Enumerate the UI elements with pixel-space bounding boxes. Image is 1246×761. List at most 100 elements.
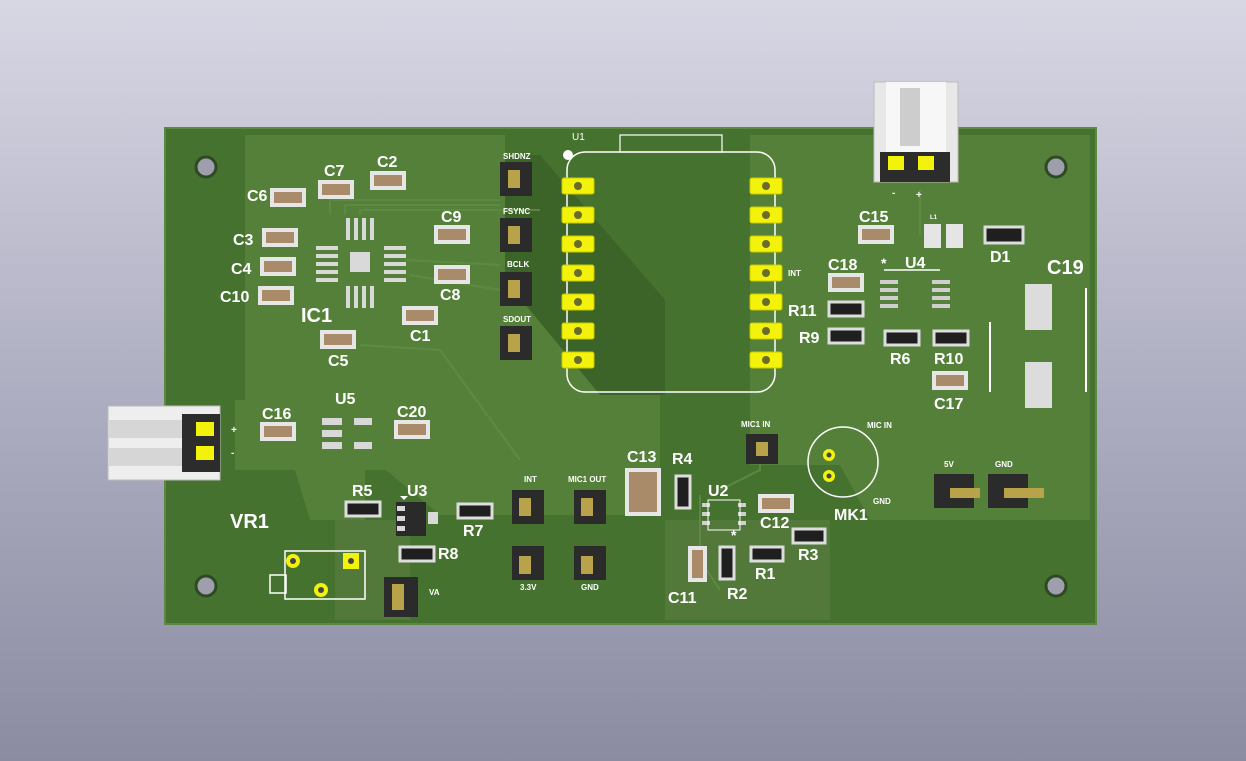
mounting-hole bbox=[194, 155, 218, 179]
mic-in-label: MIC IN bbox=[867, 421, 892, 430]
c13: C13 bbox=[625, 449, 661, 516]
top-plus-label: + bbox=[916, 190, 922, 201]
left-power-connector: + - bbox=[107, 405, 237, 481]
top-minus-label: - bbox=[892, 188, 895, 199]
c10: C10 bbox=[220, 286, 294, 306]
c16-label: C16 bbox=[262, 406, 291, 423]
l1-inductor: L1 bbox=[924, 215, 963, 248]
r4-label: R4 bbox=[672, 451, 693, 468]
r9: R9 bbox=[799, 327, 865, 347]
capacitors: C7 C2 C6 C3 C4 C10 C9 C8 bbox=[220, 154, 968, 607]
u5-label: U5 bbox=[335, 391, 356, 408]
u1-int-label: INT bbox=[788, 269, 801, 278]
mic1-out-label: MIC1 OUT bbox=[568, 475, 606, 484]
c9-label: C9 bbox=[441, 209, 462, 226]
r1-label: R1 bbox=[755, 566, 776, 583]
u4-star: * bbox=[881, 255, 887, 271]
c17: C17 bbox=[932, 371, 968, 413]
ic1-label: IC1 bbox=[301, 305, 332, 327]
header-gnd-power: GND bbox=[988, 460, 1044, 508]
u2-star: * bbox=[731, 527, 737, 543]
c18: C18 bbox=[828, 257, 864, 292]
c18-label: C18 bbox=[828, 257, 857, 274]
c2-label: C2 bbox=[377, 154, 398, 171]
c11-label: C11 bbox=[668, 590, 697, 607]
mounting-hole bbox=[1044, 574, 1068, 598]
c15-label: C15 bbox=[859, 209, 888, 226]
r2: R2 bbox=[718, 545, 748, 603]
header-bclk: BCLK bbox=[500, 260, 532, 306]
header-va: VA bbox=[384, 577, 440, 617]
c3: C3 bbox=[233, 228, 298, 249]
mk1-label: MK1 bbox=[834, 507, 868, 524]
mounting-hole bbox=[194, 574, 218, 598]
mounting-hole bbox=[1044, 155, 1068, 179]
shdnz-label: SHDNZ bbox=[503, 152, 531, 161]
vr1-label: VR1 bbox=[230, 511, 269, 533]
power-headers: 5V GND bbox=[934, 460, 1044, 508]
r2-label: R2 bbox=[727, 586, 748, 603]
u4-label: U4 bbox=[905, 255, 926, 272]
r9-label: R9 bbox=[799, 330, 820, 347]
c19-cap: C19 bbox=[989, 257, 1087, 408]
c3-label: C3 bbox=[233, 232, 254, 249]
c8: C8 bbox=[434, 265, 470, 304]
u4-chip: U4 * bbox=[880, 255, 950, 308]
header-mic1-out: MIC1 OUT bbox=[568, 475, 606, 524]
left-plus-label: + bbox=[231, 425, 237, 436]
int-header-label: INT bbox=[524, 475, 537, 484]
bclk-label: BCLK bbox=[507, 260, 529, 269]
c7-label: C7 bbox=[324, 163, 345, 180]
u3-regulator: U3 bbox=[396, 483, 438, 536]
c8-label: C8 bbox=[440, 287, 461, 304]
c6-label: C6 bbox=[247, 188, 268, 205]
r3: R3 bbox=[791, 527, 827, 564]
va-label: VA bbox=[429, 588, 440, 597]
r6-label: R6 bbox=[890, 351, 911, 368]
sdout-label: SDOUT bbox=[503, 315, 531, 324]
header-int: INT bbox=[512, 475, 544, 524]
header-5v: 5V bbox=[934, 460, 980, 508]
r10: R10 bbox=[932, 329, 970, 368]
resistors: R11 R9 R6 R10 R5 R7 R8 R4 bbox=[344, 300, 970, 603]
r1: R1 bbox=[749, 545, 785, 583]
header-shdnz: SHDNZ bbox=[500, 152, 532, 196]
c13-label: C13 bbox=[627, 449, 656, 466]
c4: C4 bbox=[231, 257, 296, 278]
c10-label: C10 bbox=[220, 289, 249, 306]
vr1-potentiometer: VR1 bbox=[230, 511, 366, 600]
d1-diode: D1 bbox=[983, 225, 1025, 266]
gnd-header-label: GND bbox=[581, 583, 599, 592]
c20-label: C20 bbox=[397, 404, 426, 421]
c15: C15 bbox=[858, 209, 894, 244]
r5-label: R5 bbox=[352, 483, 373, 500]
r5: R5 bbox=[344, 483, 382, 518]
c19-label: C19 bbox=[1047, 257, 1084, 279]
c2: C2 bbox=[370, 154, 406, 190]
u1-label: U1 bbox=[572, 132, 585, 143]
c7: C7 bbox=[318, 163, 354, 199]
c4-label: C4 bbox=[231, 261, 252, 278]
mic1-in-label: MIC1 IN bbox=[741, 420, 771, 429]
header-mic1-in: MIC1 IN bbox=[741, 420, 778, 464]
c9: C9 bbox=[434, 209, 470, 244]
c11: C11 bbox=[668, 546, 707, 607]
r10-label: R10 bbox=[934, 351, 963, 368]
u2-label: U2 bbox=[708, 483, 729, 500]
ic1-chip: IC1 bbox=[301, 218, 406, 327]
r4: R4 bbox=[672, 451, 693, 510]
c1: C1 bbox=[402, 306, 438, 345]
c16: C16 bbox=[260, 406, 296, 441]
c1-label: C1 bbox=[410, 328, 431, 345]
fsync-label: FSYNC bbox=[503, 207, 530, 216]
c12: C12 bbox=[758, 494, 794, 532]
gnd-power-label: GND bbox=[995, 460, 1013, 469]
c5-label: C5 bbox=[328, 353, 349, 370]
u5-regulator: U5 bbox=[322, 391, 372, 449]
mk1-microphone: MIC IN GND MK1 bbox=[807, 421, 892, 524]
r8: R8 bbox=[398, 545, 459, 563]
c5: C5 bbox=[320, 330, 356, 370]
header-gnd: GND bbox=[574, 546, 606, 592]
r7: R7 bbox=[456, 502, 494, 540]
r6: R6 bbox=[883, 329, 921, 368]
